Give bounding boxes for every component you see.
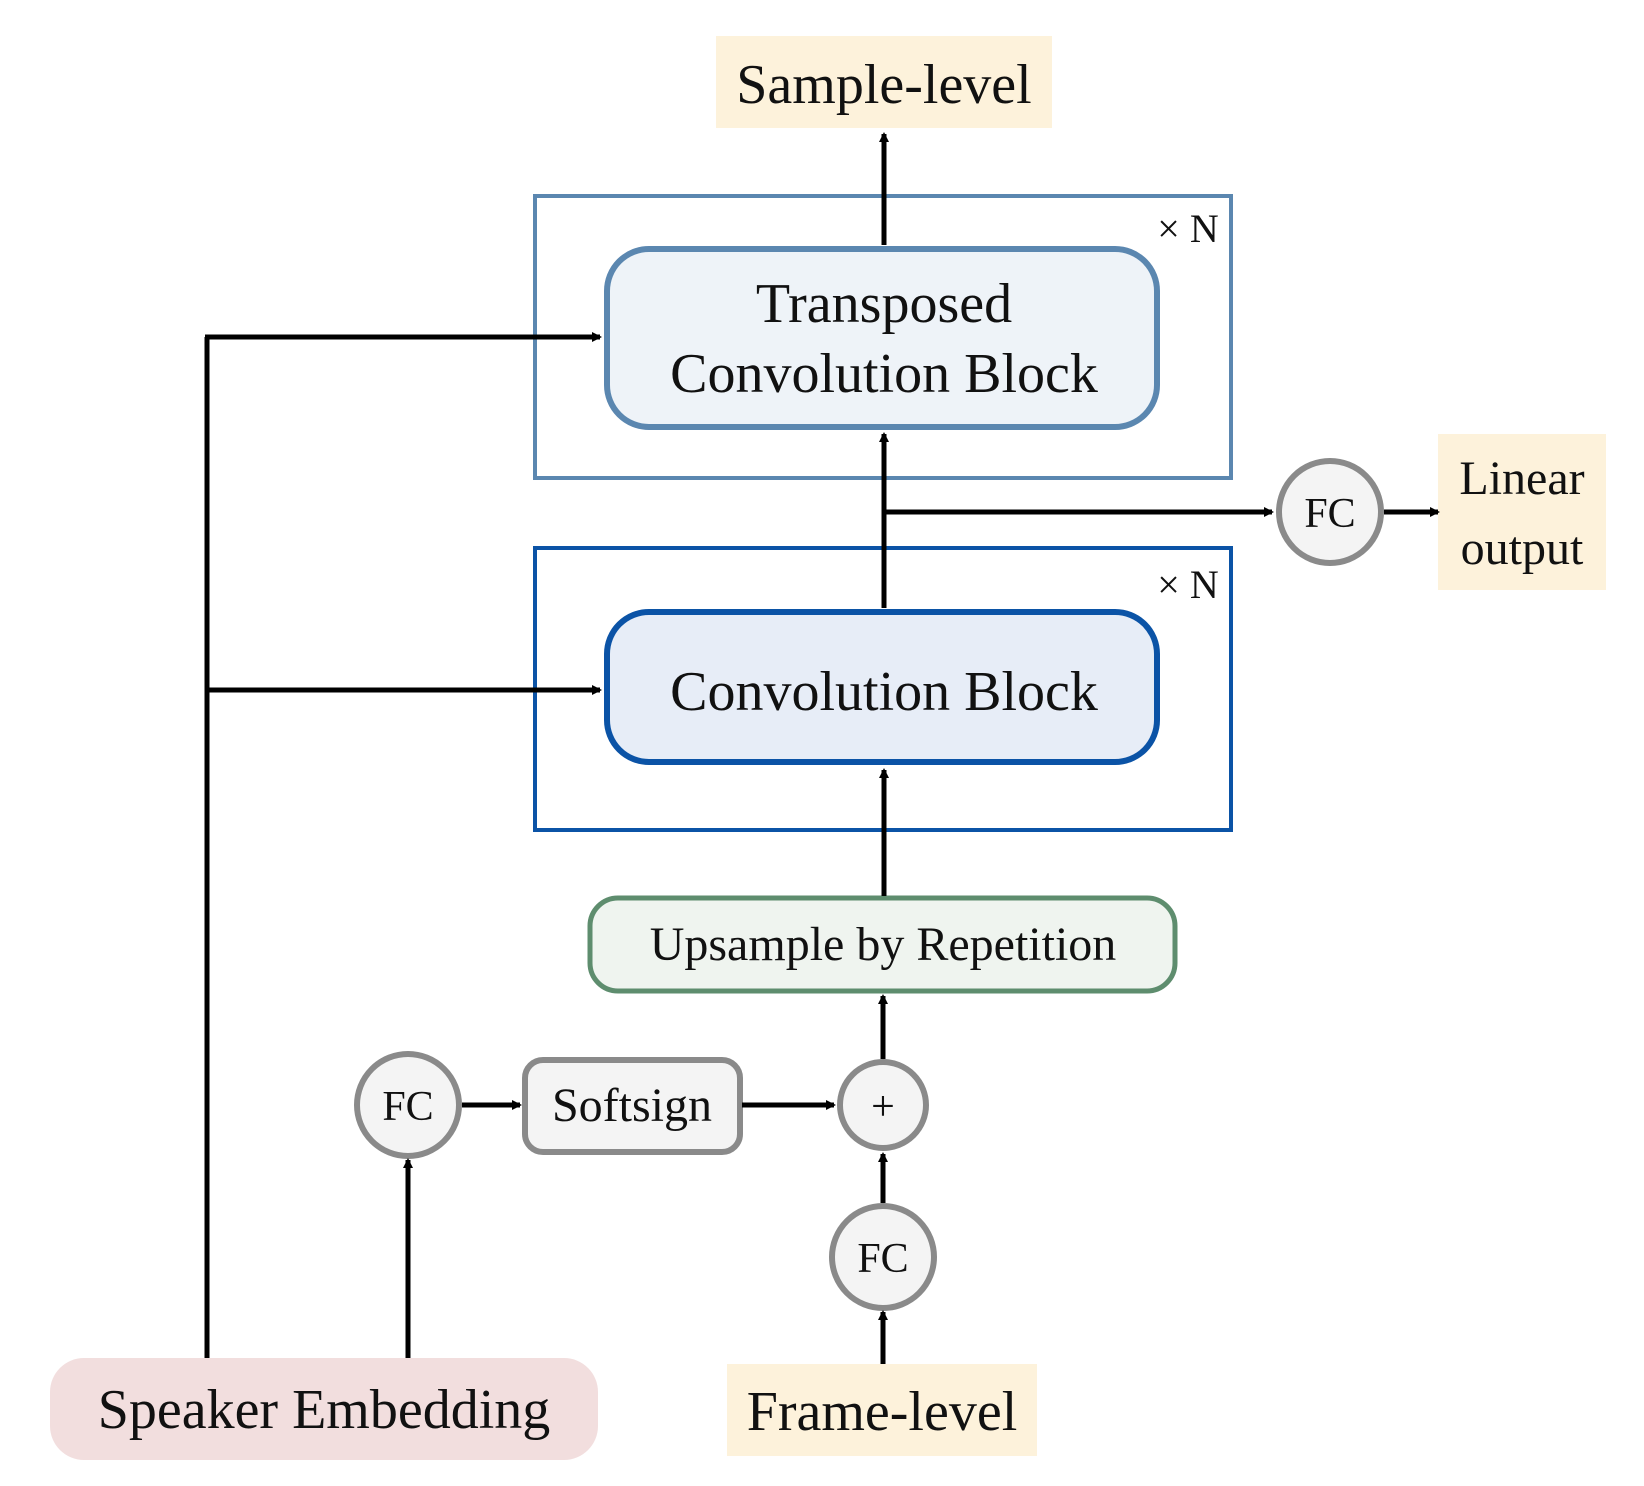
transposed-repeat-label: × N [1157,206,1218,251]
fc-frame-label: FC [857,1236,908,1282]
sum-node-label: + [871,1084,895,1130]
conv-repeat-label: × N [1157,562,1218,607]
linear-output-line2: output [1461,522,1584,575]
linear-output-line1: Linear [1459,452,1584,505]
speaker-embedding-box [50,1358,598,1460]
convolution-block-label: Convolution Block [670,661,1098,723]
transposed-block-line2: Convolution Block [670,343,1098,405]
upsample-label: Upsample by Repetition [650,918,1117,971]
convolution-block [604,609,1160,765]
transposed-block-line1: Transposed [756,273,1012,335]
speaker-embedding-label: Speaker Embedding [98,1379,551,1441]
transposed-convolution-block [604,246,1160,430]
frame-level-label: Frame-level [747,1381,1018,1443]
upsample-block [587,895,1178,994]
sum-node [837,1059,929,1151]
softsign-label: Softsign [552,1079,712,1132]
fc-speaker-node [354,1051,462,1159]
frame-level-box [727,1364,1037,1456]
fc-linear-node [1276,458,1384,566]
sample-level-box [716,36,1052,128]
linear-output-box [1438,434,1606,590]
fc-speaker-label: FC [382,1084,433,1130]
fc-frame-node [829,1203,937,1311]
softsign-block [522,1057,743,1155]
sample-level-label: Sample-level [736,54,1031,116]
fc-linear-label: FC [1304,491,1355,537]
